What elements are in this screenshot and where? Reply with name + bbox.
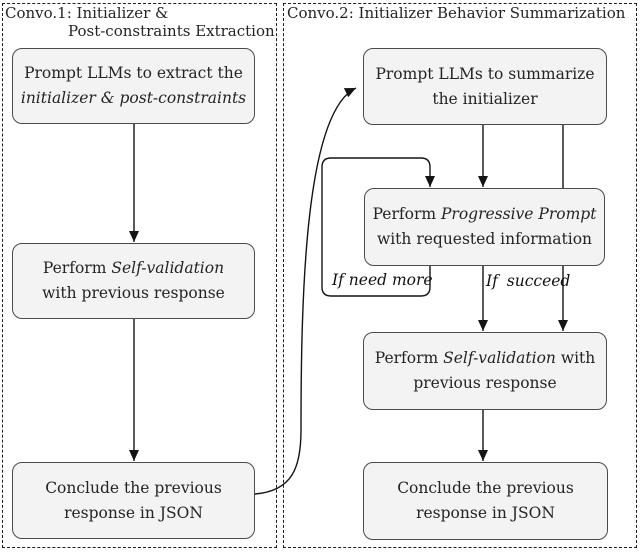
panel-convo2-title: Convo.2: Initializer Behavior Summarizat… [287, 4, 626, 22]
node-text-line: Conclude the previous [397, 479, 574, 497]
panel-convo1-title-line1: Convo.1: Initializer & [5, 4, 169, 22]
node-progressive-prompt: Perform Progressive Prompt with requeste… [364, 188, 605, 266]
node-extract-prompt: Prompt LLMs to extract the initializer &… [12, 48, 255, 124]
edge-label-if-succeed: If succeed [486, 272, 571, 290]
node-text-line: Prompt LLMs to extract the [24, 64, 243, 82]
node-text-line: the initializer [432, 89, 538, 108]
node-text-line: initializer & post-constraints [20, 89, 247, 107]
node-conclude-json-2: Conclude the previous response in JSON [363, 462, 608, 540]
node-conclude-json-1: Conclude the previous response in JSON [12, 462, 255, 539]
arrow-need-more-loop [321, 157, 435, 297]
node-text-line: with previous response [42, 284, 225, 302]
node-text-line: with requested information [376, 230, 593, 248]
node-self-validation-2: Perform Self-validation with previous re… [363, 332, 607, 410]
node-text-line: Conclude the previous [45, 478, 222, 497]
arrow-conclude1-to-summarize [254, 87, 357, 495]
panel-convo2 [283, 3, 637, 548]
panel-convo1-title-line2: Post-constraints Extraction [68, 22, 275, 40]
node-self-validation-1: Perform Self-validation with previous re… [12, 243, 255, 319]
node-summarize-prompt: Prompt LLMs to summarize the initializer [363, 48, 607, 125]
node-text-line: Prompt LLMs to summarize [375, 64, 595, 83]
node-text-line: Perform Self-validation [42, 259, 225, 277]
node-text-line: response in JSON [64, 503, 203, 522]
node-text-line: Perform Self-validation with [374, 349, 596, 367]
panel-convo1 [2, 3, 277, 548]
node-text-line: Perform Progressive Prompt [372, 205, 597, 223]
node-text-line: previous response [413, 374, 557, 392]
node-text-line: response in JSON [416, 504, 555, 522]
edge-label-if-need-more: If need more [332, 271, 433, 289]
